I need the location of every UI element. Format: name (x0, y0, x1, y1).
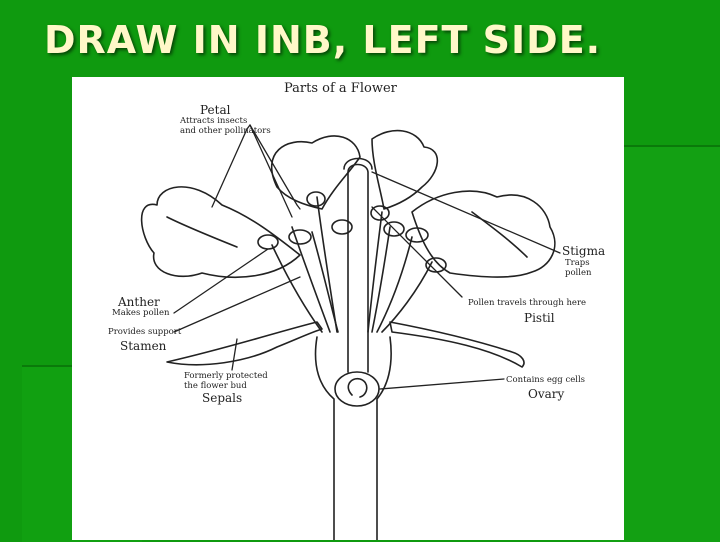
receptacle-shape (376, 336, 392, 540)
receptacle-shape (314, 336, 335, 540)
petal-shape (270, 135, 361, 210)
anther-shape (288, 229, 312, 245)
stigma-shape (343, 157, 373, 170)
sepals-note: Formerly protected (184, 371, 268, 381)
petal-shape (140, 186, 301, 278)
anther-shape (306, 191, 326, 207)
anther-label: Anther (118, 295, 160, 309)
pistil-style (347, 163, 369, 373)
anther-shape (383, 221, 405, 237)
pistil-label: Pistil (524, 311, 555, 325)
anther-shape (405, 227, 429, 243)
leader-line (173, 276, 301, 333)
diagram-title: Parts of a Flower (284, 81, 397, 96)
stamen-note: Provides support (108, 327, 182, 337)
ovary-shape (334, 371, 380, 407)
leader-line (249, 124, 301, 210)
ovary-label: Ovary (528, 387, 565, 401)
leader-line (173, 248, 269, 314)
anther-shape (331, 219, 353, 235)
flower-diagram: Parts of a Flower Petal Attracts insects… (72, 77, 624, 540)
petal-label: Petal (200, 103, 231, 117)
leader-line (371, 206, 463, 298)
anther-note: Makes pollen (112, 308, 170, 318)
pistil-note: Pollen travels through here (468, 298, 587, 308)
leader-line (249, 124, 293, 218)
anther-shape (425, 257, 447, 273)
sepal-shape (166, 321, 323, 366)
flower-drawing (140, 124, 561, 540)
filament (271, 244, 323, 333)
filament (367, 211, 383, 333)
sepals-label: Sepals (202, 391, 243, 405)
slide-title: DRAW IN INB, LEFT SIDE. (44, 18, 602, 62)
petal-shape (371, 129, 439, 210)
filament (291, 226, 331, 333)
leader-line (211, 124, 251, 208)
petal-shape (411, 190, 556, 278)
petal-note: and other pollinators (180, 126, 271, 136)
filament (376, 236, 413, 333)
filament (381, 261, 433, 333)
stigma-label: Stigma (562, 244, 606, 258)
petal-note: Attracts insects (180, 116, 248, 126)
sepals-note: the flower bud (184, 381, 247, 391)
filament (371, 226, 391, 333)
leader-line (379, 378, 505, 390)
stigma-note: pollen (565, 268, 592, 278)
filament (311, 231, 339, 333)
leader-line (231, 338, 238, 371)
stigma-note: Traps (565, 258, 590, 268)
sepal-shape (389, 321, 525, 368)
leader-line (371, 171, 561, 254)
anther-shape (257, 234, 279, 250)
ovary-note: Contains egg cells (506, 375, 586, 385)
ovule-shape (347, 377, 368, 398)
anther-shape (370, 205, 390, 221)
stamen-label: Stamen (120, 339, 167, 353)
